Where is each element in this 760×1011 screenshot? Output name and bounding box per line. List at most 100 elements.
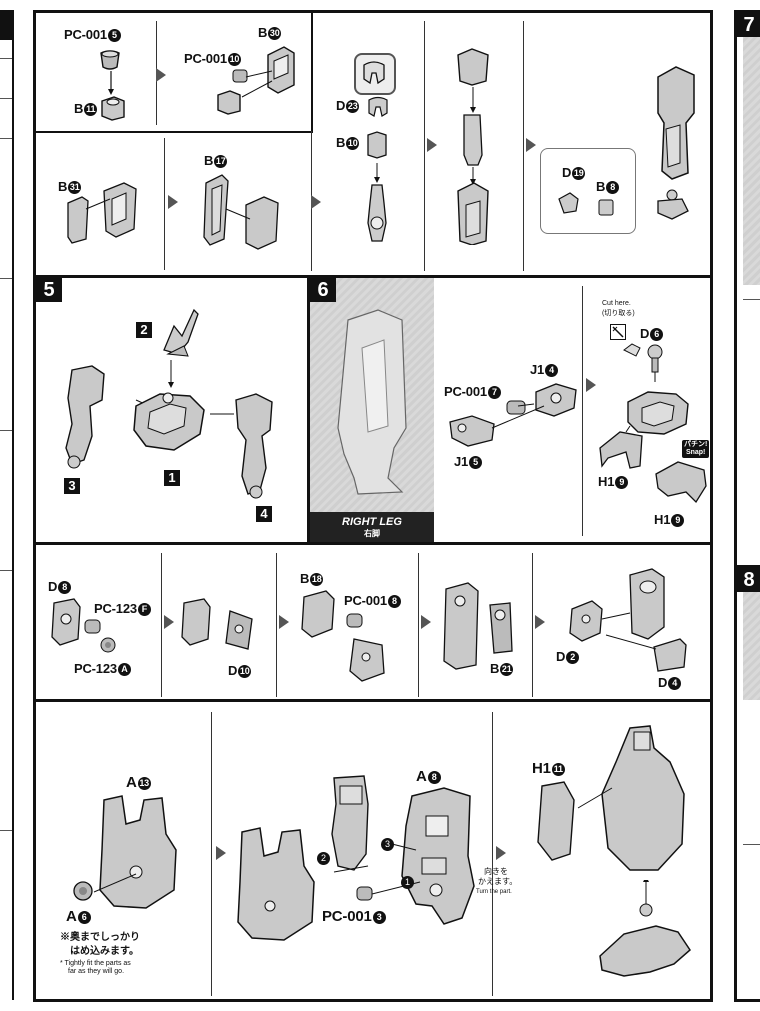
d8-part <box>51 598 81 646</box>
arm-part-4 <box>235 393 273 499</box>
banner-title: RIGHT LEG <box>342 516 402 528</box>
flow-arrow <box>279 615 289 629</box>
flow-arrow <box>421 615 431 629</box>
assembly-lines <box>577 787 613 809</box>
d10-part <box>225 610 253 650</box>
cut-here-text-jp: (切り取る) <box>602 310 635 317</box>
turn-note-en: Turn the part. <box>476 889 512 895</box>
polycap-part <box>232 69 248 83</box>
left-strip-divider <box>0 830 12 831</box>
step-divider <box>164 138 165 270</box>
lower-leg-part <box>629 568 665 640</box>
flow-arrow <box>526 138 536 152</box>
step5-panel: 5 2 1 3 4 <box>33 275 310 545</box>
d4-part <box>653 638 687 672</box>
d19-b8-callout <box>540 148 636 234</box>
a6-part <box>73 881 93 901</box>
step-divider <box>743 299 760 300</box>
nipper-icon <box>610 324 626 340</box>
d2-part <box>569 600 603 642</box>
torso-part-1 <box>133 392 205 451</box>
polycap-part <box>100 50 120 70</box>
flow-arrow <box>496 846 506 860</box>
assembly-lines <box>241 70 273 98</box>
fit-note-jp-2: はめ込みます。 <box>70 946 139 957</box>
b30-part <box>267 46 295 94</box>
snap-badge: パチン!Snap! <box>682 440 710 458</box>
step-divider <box>161 553 162 697</box>
flow-arrow <box>311 195 321 209</box>
block-part <box>217 90 241 115</box>
step-number: 6 <box>310 278 336 302</box>
knee-joint-part <box>657 189 689 220</box>
b10-part <box>367 131 387 159</box>
upper-leg-part <box>457 48 489 245</box>
polycap-part <box>346 613 363 628</box>
b10-assembly <box>367 163 387 242</box>
step-divider <box>582 286 583 536</box>
pc123a-part <box>100 637 116 653</box>
assembly-lines <box>491 403 545 429</box>
leg-photo-figure <box>337 309 407 495</box>
left-strip-divider <box>0 138 12 139</box>
part-number-3: 3 <box>64 478 80 494</box>
pc123f-part <box>84 619 101 634</box>
step-divider <box>424 21 425 271</box>
cut-here-text: Cut here. <box>602 300 631 307</box>
j15-part <box>449 415 495 447</box>
turn-note-jp-1: 向きを <box>484 867 508 876</box>
left-strip <box>0 10 14 1000</box>
fit-note-en-1: * Tightly fit the parts as <box>60 960 131 967</box>
subassembly-box <box>36 13 313 133</box>
step-divider <box>418 553 419 697</box>
cut-part <box>623 343 641 357</box>
flow-arrow <box>168 195 178 209</box>
j14-part <box>535 383 577 417</box>
part-number-4: 4 <box>256 506 272 522</box>
step8-photo-fragment <box>743 590 760 700</box>
step8-panel-fragment: 8 <box>734 565 760 1002</box>
step-number: 7 <box>737 13 760 37</box>
left-strip-divider <box>0 570 12 571</box>
step7-panel-fragment: 7 <box>734 10 760 570</box>
part-number-2: 2 <box>136 322 152 338</box>
step-number: 8 <box>737 568 760 592</box>
order-marker-2: 2 <box>317 852 330 865</box>
polycap-part <box>506 400 526 415</box>
d19-part <box>558 192 579 214</box>
flow-arrow <box>427 138 437 152</box>
part-number-1: 1 <box>164 470 180 486</box>
hip-base-part <box>599 880 691 977</box>
b8-part <box>598 199 614 216</box>
step7-photo-fragment <box>743 35 760 285</box>
d8-assembled <box>181 598 211 646</box>
step-divider <box>492 712 493 996</box>
flow-arrow <box>586 378 596 392</box>
assembly-lines <box>333 843 421 895</box>
banner-title-jp: 右脚 <box>364 529 380 538</box>
step-divider <box>276 553 277 697</box>
d23-zoom-callout <box>354 53 396 95</box>
